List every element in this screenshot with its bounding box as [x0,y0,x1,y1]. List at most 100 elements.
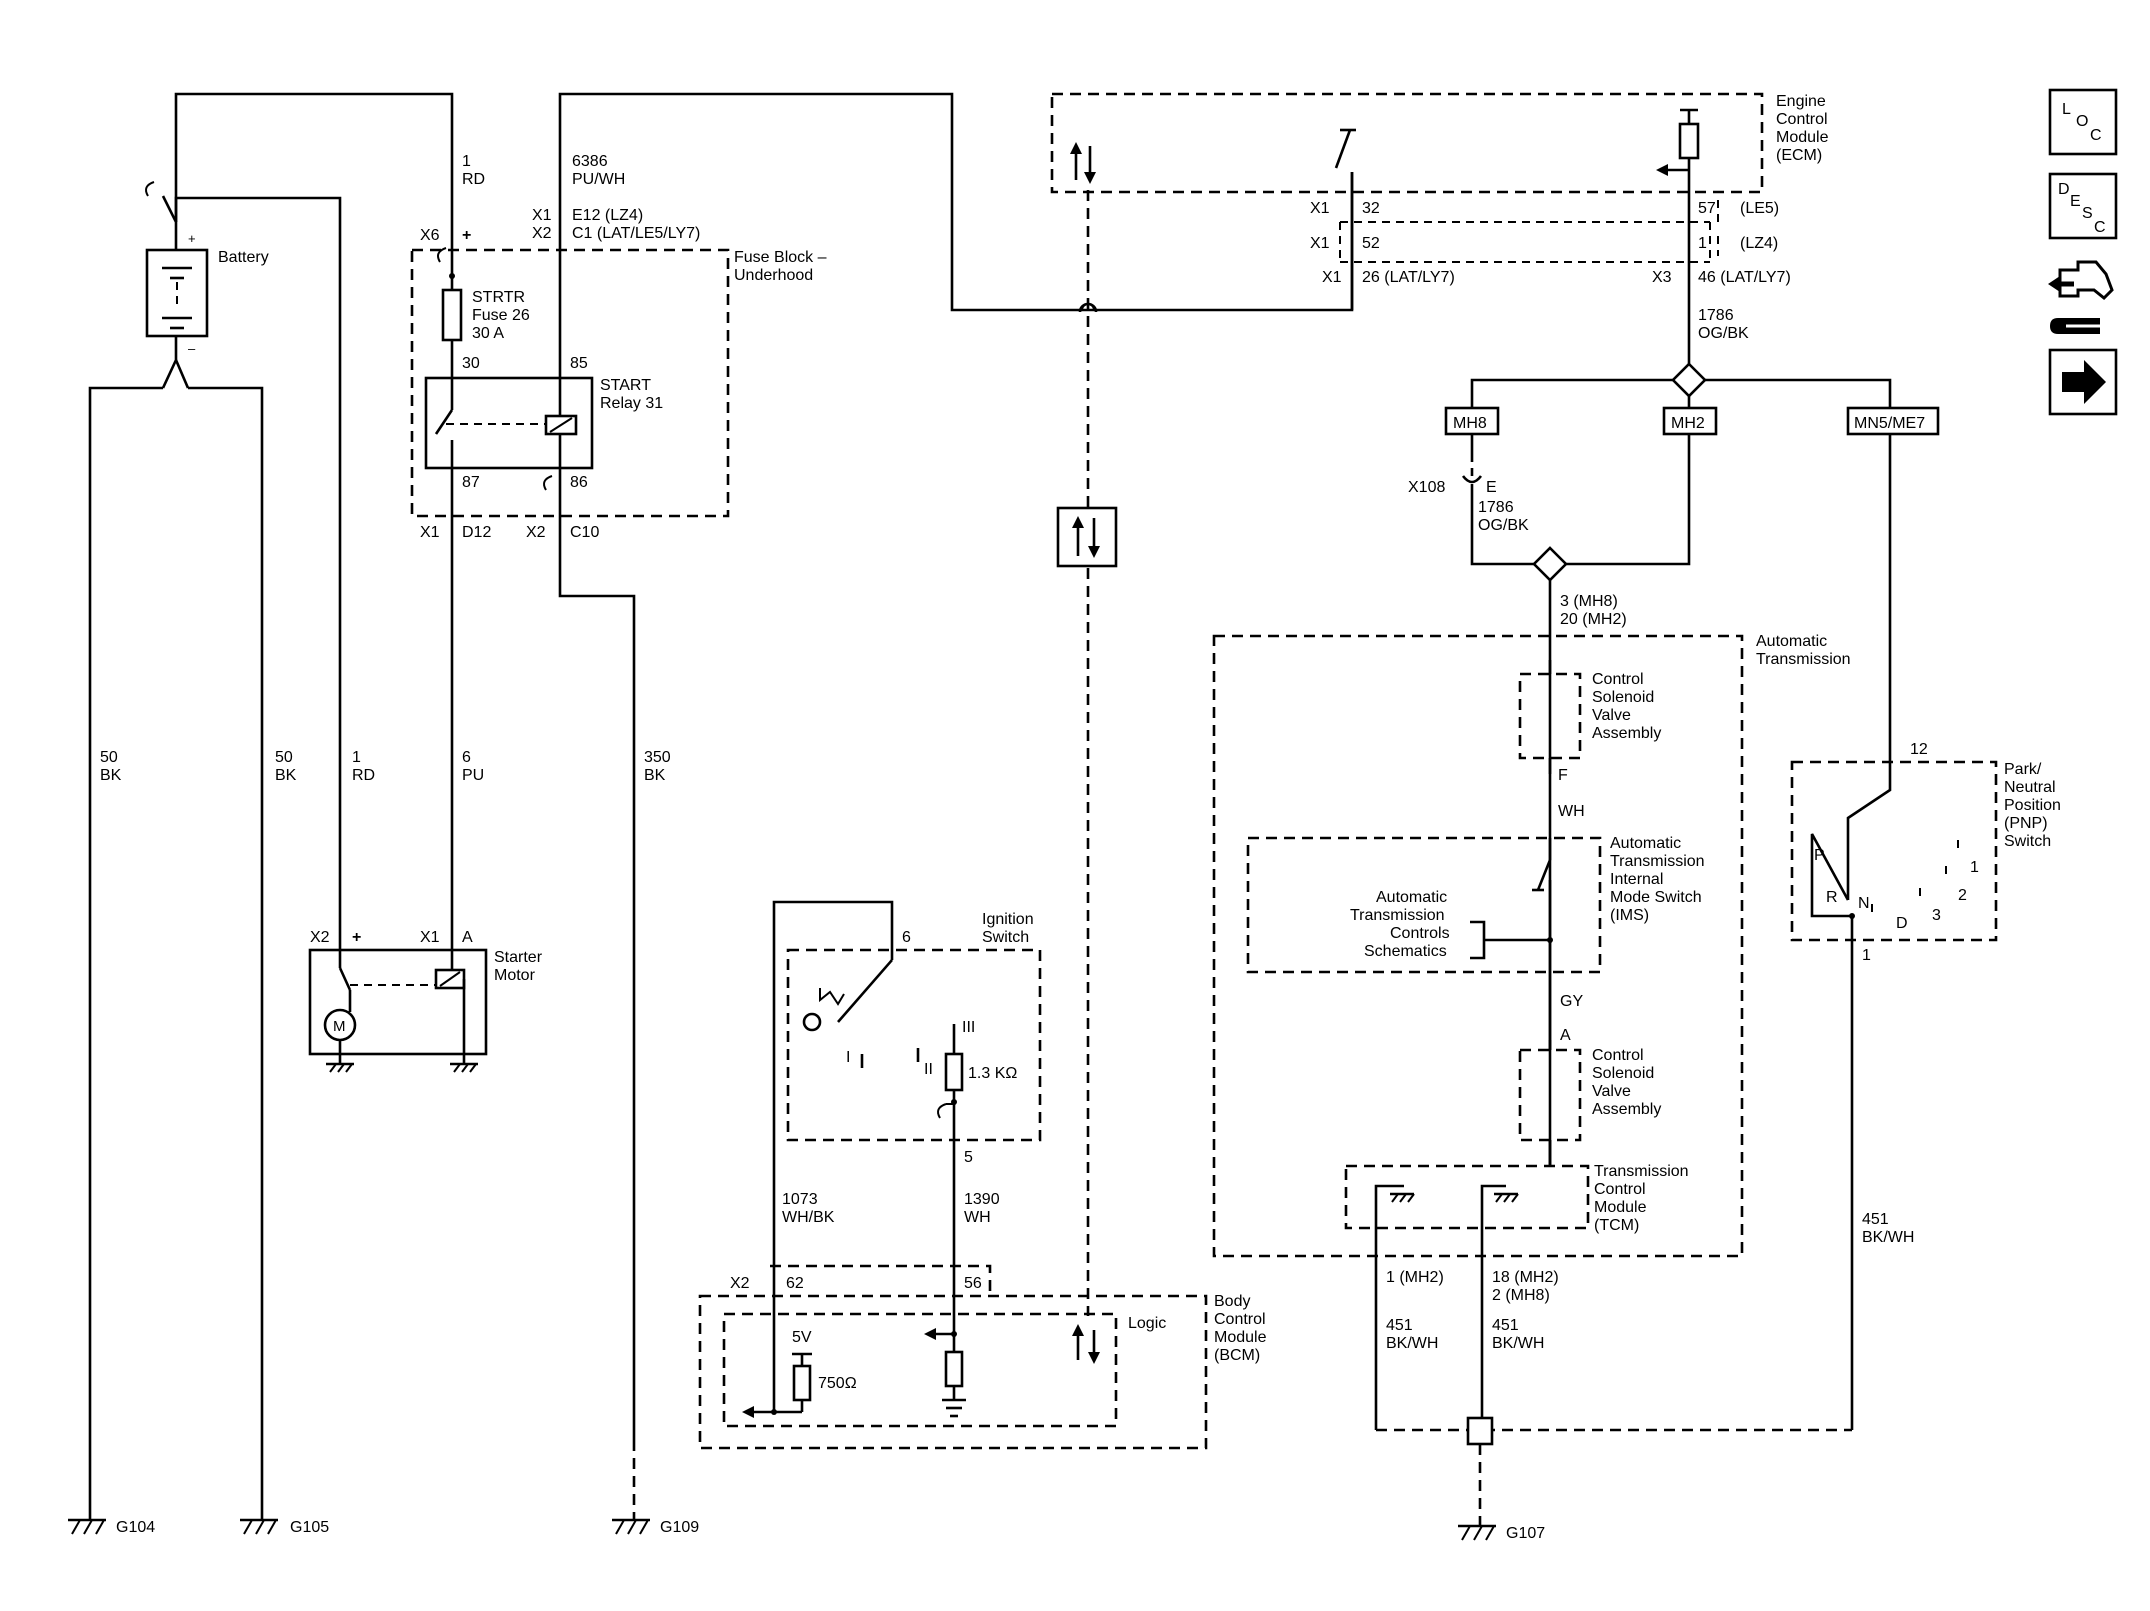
svg-text:X6: X6 [420,227,440,244]
svg-text:Solenoid: Solenoid [1592,1065,1654,1082]
svg-text:RD: RD [462,171,485,188]
svg-text:X1: X1 [1322,269,1342,286]
ignition-switch: Ignition Switch 6 III II I 1.3 KΩ 5 1073… [772,900,1042,1340]
svg-text:G105: G105 [290,1519,329,1536]
svg-text:D12: D12 [462,524,491,541]
svg-text:BK: BK [100,767,122,784]
svg-text:Switch: Switch [982,929,1029,946]
svg-text:(LE5): (LE5) [1740,200,1779,217]
svg-text:Mode Switch: Mode Switch [1610,889,1702,906]
svg-text:Control: Control [1214,1311,1266,1328]
svg-text:32: 32 [1362,200,1380,217]
svg-text:Module: Module [1214,1329,1267,1346]
svg-text:A: A [462,929,473,946]
svg-text:O: O [2076,113,2088,130]
svg-text:Engine: Engine [1776,93,1826,110]
svg-text:18 (MH2): 18 (MH2) [1492,1269,1559,1286]
wire-1-rd-top [174,92,454,275]
nav-desc-button[interactable]: D E S C [2048,172,2118,240]
svg-text:86: 86 [570,474,588,491]
svg-text:62: 62 [786,1275,804,1292]
body-control-module: X2 62 56 Body Control Module (BCM) Logic… [698,1264,1267,1450]
svg-text:1786: 1786 [1698,307,1734,324]
svg-text:START: START [600,377,651,394]
svg-text:5: 5 [964,1149,973,1166]
svg-text:(IMS): (IMS) [1610,907,1649,924]
svg-text:(ECM): (ECM) [1776,147,1822,164]
svg-text:Valve: Valve [1592,1083,1631,1100]
svg-text:Control: Control [1592,671,1644,688]
wire-50-bk-b [188,386,264,1520]
svg-text:Control: Control [1592,1047,1644,1064]
svg-text:BK/WH: BK/WH [1492,1335,1544,1352]
svg-text:2 (MH8): 2 (MH8) [1492,1287,1550,1304]
svg-text:1: 1 [1698,235,1707,252]
svg-text:C1 (LAT/LE5/LY7): C1 (LAT/LE5/LY7) [572,225,700,242]
svg-text:+: + [352,929,361,946]
battery-minus: – [188,341,196,356]
svg-text:20 (MH2): 20 (MH2) [1560,611,1627,628]
svg-text:1: 1 [352,749,361,766]
svg-text:Module: Module [1776,129,1829,146]
battery-plus: + [188,231,196,246]
svg-text:Schematics: Schematics [1364,943,1447,960]
svg-text:C: C [2094,219,2106,236]
svg-text:BK: BK [275,767,297,784]
svg-text:WH: WH [964,1209,991,1226]
svg-text:Park/: Park/ [2004,761,2042,778]
svg-text:X3: X3 [1652,269,1672,286]
svg-text:Automatic: Automatic [1756,633,1827,650]
svg-text:Transmission: Transmission [1594,1163,1689,1180]
svg-text:Valve: Valve [1592,707,1631,724]
svg-text:Switch: Switch [2004,833,2051,850]
svg-text:Internal: Internal [1610,871,1663,888]
svg-text:C10: C10 [570,524,599,541]
serial-data-line [1056,190,1118,1316]
svg-text:R: R [1826,889,1838,906]
svg-text:6386: 6386 [572,153,608,170]
svg-text:GY: GY [1560,993,1583,1010]
svg-text:X2: X2 [310,929,330,946]
svg-text:Logic: Logic [1128,1315,1166,1332]
svg-text:BK: BK [644,767,666,784]
nav-loc-button[interactable]: L O C [2048,88,2118,156]
svg-text:+: + [462,227,471,244]
svg-text:Transmission: Transmission [1350,907,1445,924]
arrow-right-icon [2062,360,2106,404]
svg-text:Underhood: Underhood [734,267,813,284]
svg-text:P: P [1814,847,1825,864]
svg-text:46 (LAT/LY7): 46 (LAT/LY7) [1698,269,1791,286]
svg-text:Assembly: Assembly [1592,725,1661,742]
next-arrow-button[interactable] [2048,348,2118,416]
svg-text:III: III [962,1019,975,1036]
svg-text:56: 56 [964,1275,982,1292]
svg-text:(BCM): (BCM) [1214,1347,1260,1364]
svg-text:1786: 1786 [1478,499,1514,516]
svg-text:X2: X2 [526,524,546,541]
svg-text:451: 451 [1386,1317,1413,1334]
svg-text:5V: 5V [792,1329,812,1346]
svg-text:Controls: Controls [1390,925,1450,942]
svg-text:1390: 1390 [964,1191,1000,1208]
svg-text:1: 1 [1862,947,1871,964]
svg-text:E: E [1486,479,1497,496]
svg-text:1: 1 [462,153,471,170]
svg-text:50: 50 [100,749,118,766]
connector-tool-icon[interactable] [2048,260,2114,334]
svg-text:Fuse 26: Fuse 26 [472,307,530,324]
svg-text:WH/BK: WH/BK [782,1209,835,1226]
battery-symbol [145,248,209,338]
svg-text:BK/WH: BK/WH [1386,1335,1438,1352]
ground-g107: G107 [1506,1525,1545,1542]
svg-text:WH: WH [1558,803,1585,820]
svg-text:350: 350 [644,749,671,766]
svg-text:451: 451 [1862,1211,1889,1228]
svg-text:Module: Module [1594,1199,1647,1216]
svg-text:Control: Control [1776,111,1828,128]
automatic-transmission: Automatic Transmission Control Solenoid … [1212,633,1851,1430]
pnp-switch: 12 Park/ Neutral Position (PNP) Switch P… [1790,741,2061,1430]
svg-text:3: 3 [1932,907,1941,924]
ground-g107-bus: G107 [1376,1416,1852,1542]
svg-text:3 (MH8): 3 (MH8) [1560,593,1618,610]
svg-text:Solenoid: Solenoid [1592,689,1654,706]
